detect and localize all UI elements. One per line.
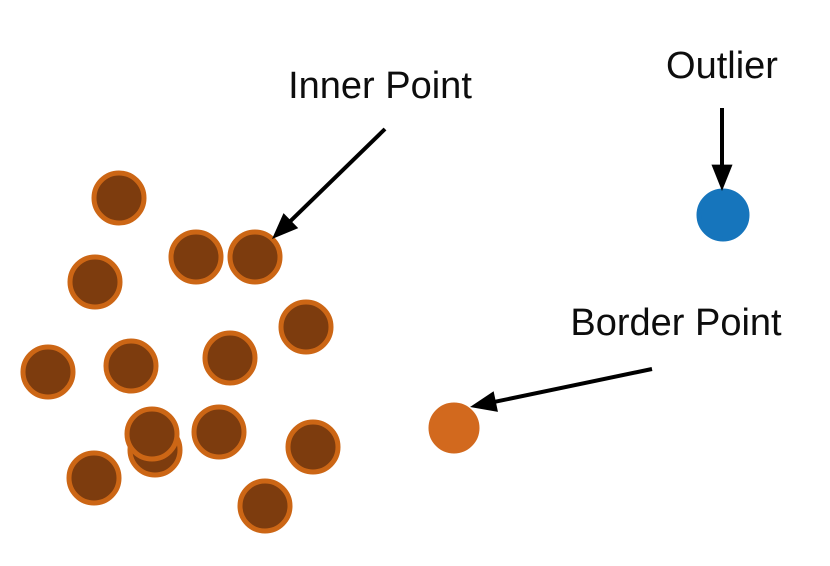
border-point-arrow-head — [470, 391, 498, 412]
inner-point-dot — [20, 344, 76, 400]
inner-point-dot — [168, 229, 224, 285]
border-point-label: Border Point — [570, 302, 782, 344]
inner-point-dot — [191, 404, 247, 460]
outlier-arrow — [711, 108, 733, 191]
outlier-label: Outlier — [666, 45, 778, 87]
inner-point-arrow-head — [272, 213, 299, 239]
inner-point-dot — [124, 406, 180, 462]
inner-point-dot — [67, 254, 123, 310]
inner-point-label: Inner Point — [288, 65, 472, 107]
outlier-arrow-head — [711, 164, 733, 191]
inner-point-dot — [202, 330, 258, 386]
border-point-arrow — [470, 367, 653, 412]
inner-point-dot — [227, 229, 283, 285]
points-layer — [20, 170, 750, 534]
inner-point-dot — [66, 450, 122, 506]
inner-point-dot — [237, 478, 293, 534]
border-point-arrow-shaft — [487, 367, 653, 406]
outlier-dot — [696, 188, 750, 242]
inner-point-arrow-shaft — [283, 127, 387, 228]
inner-point-dot — [278, 299, 334, 355]
border-point-dot — [428, 402, 480, 454]
inner-point-arrow — [272, 127, 387, 239]
inner-point-dot — [103, 338, 159, 394]
inner-point-dot — [285, 419, 341, 475]
inner-point-dot — [91, 170, 147, 226]
arrows-layer — [272, 108, 733, 412]
